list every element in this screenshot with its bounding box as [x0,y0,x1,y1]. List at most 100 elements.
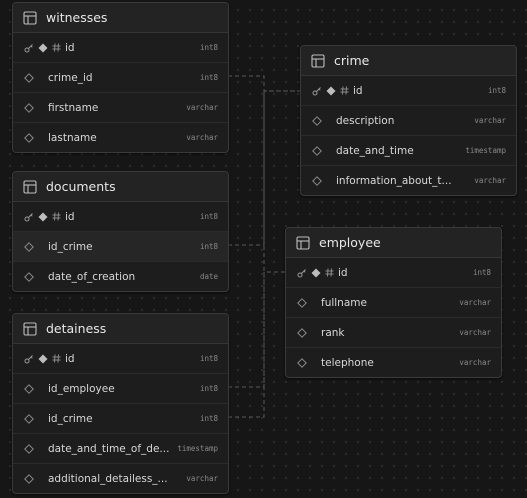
column-name: id [65,41,75,54]
column-name: additional_detailess_... [48,472,168,485]
nullable-diamond-icon [24,271,34,282]
column-type: int8 [199,212,218,221]
column-row[interactable]: firstname varchar [13,92,228,122]
column-type: date [199,272,218,281]
table-icon [23,10,37,25]
table-header[interactable]: employee [286,228,501,258]
column-type: varchar [186,474,218,483]
table-header[interactable]: detainess [13,314,228,344]
column-name: date_and_time [336,144,414,157]
column-row[interactable]: lastname varchar [13,122,228,152]
identity-hash-icon [52,354,61,363]
column-row[interactable]: date_and_time_of_de... timestamp [13,433,228,463]
primary-key-icon [24,43,34,53]
table-title: documents [46,179,116,194]
column-type: int8 [472,268,491,277]
primary-key-icon [24,212,34,222]
connector-documents-crime [228,90,301,246]
column-name: id_employee [48,382,115,395]
table-icon [23,179,37,194]
not-null-diamond-icon [38,212,48,222]
column-row[interactable]: information_about_t... varchar [301,165,516,195]
column-type: int8 [199,73,218,82]
nullable-diamond-icon [24,241,34,252]
column-row[interactable]: telephone varchar [286,347,501,377]
column-row[interactable]: id_crime int8 [13,403,228,433]
column-type: int8 [199,43,218,52]
table-title: crime [334,53,370,68]
table-witnesses[interactable]: witnesses id int8 crime_id int8 firstnam… [12,2,229,153]
column-row[interactable]: crime_id int8 [13,62,228,92]
table-header[interactable]: crime [301,46,516,76]
not-null-diamond-icon [38,43,48,53]
column-row[interactable]: description varchar [301,105,516,135]
column-row[interactable]: date_and_time timestamp [301,135,516,165]
table-icon [296,235,310,250]
nullable-diamond-icon [297,297,307,308]
column-type: int8 [199,414,218,423]
table-title: detainess [46,321,107,336]
identity-hash-icon [52,43,61,52]
table-detainess[interactable]: detainess id int8 id_employee int8 id_cr… [12,313,229,494]
column-type: varchar [459,298,491,307]
column-row[interactable]: additional_detailess_... varchar [13,463,228,493]
primary-key-icon [312,86,322,96]
identity-hash-icon [52,212,61,221]
table-header[interactable]: documents [13,172,228,202]
column-row[interactable]: id int8 [301,76,516,105]
column-name: rank [321,326,345,339]
column-name: id_crime [48,412,93,425]
column-type: int8 [199,354,218,363]
table-documents[interactable]: documents id int8 id_crime int8 date_of_… [12,171,229,292]
column-row[interactable]: date_of_creation date [13,261,228,291]
nullable-diamond-icon [24,72,34,83]
column-row[interactable]: id_crime int8 [13,231,228,261]
table-icon [311,53,325,68]
column-row[interactable]: id int8 [13,202,228,231]
column-row[interactable]: rank varchar [286,317,501,347]
nullable-diamond-icon [24,443,34,454]
nullable-diamond-icon [312,145,322,156]
column-row[interactable]: id int8 [13,344,228,373]
column-name: id [353,84,363,97]
primary-key-icon [24,354,34,364]
column-type: varchar [459,358,491,367]
column-name: id [338,266,348,279]
primary-key-icon [297,268,307,278]
column-name: crime_id [48,71,93,84]
not-null-diamond-icon [311,268,321,278]
column-type: varchar [474,116,506,125]
column-type: varchar [186,103,218,112]
column-type: varchar [186,133,218,142]
nullable-diamond-icon [312,175,322,186]
column-type: int8 [199,242,218,251]
column-name: id_crime [48,240,93,253]
nullable-diamond-icon [24,102,34,113]
column-row[interactable]: id int8 [13,33,228,62]
nullable-diamond-icon [312,115,322,126]
table-title: employee [319,235,381,250]
column-type: int8 [199,384,218,393]
nullable-diamond-icon [24,383,34,394]
column-row[interactable]: fullname varchar [286,287,501,317]
column-type: int8 [487,86,506,95]
column-name: information_about_t... [336,174,452,187]
column-type: varchar [474,176,506,185]
table-crime[interactable]: crime id int8 description varchar date_a… [300,45,517,196]
table-header[interactable]: witnesses [13,3,228,33]
table-title: witnesses [46,10,108,25]
nullable-diamond-icon [24,132,34,143]
column-row[interactable]: id int8 [286,258,501,287]
column-name: firstname [48,101,99,114]
nullable-diamond-icon [297,327,307,338]
column-name: fullname [321,296,367,309]
column-row[interactable]: id_employee int8 [13,373,228,403]
column-name: date_and_time_of_de... [48,442,170,455]
connector-witnesses-crime [228,75,301,92]
table-employee[interactable]: employee id int8 fullname varchar rank v… [285,227,502,378]
nullable-diamond-icon [24,473,34,484]
not-null-diamond-icon [38,354,48,364]
column-name: lastname [48,131,97,144]
column-name: id [65,210,75,223]
